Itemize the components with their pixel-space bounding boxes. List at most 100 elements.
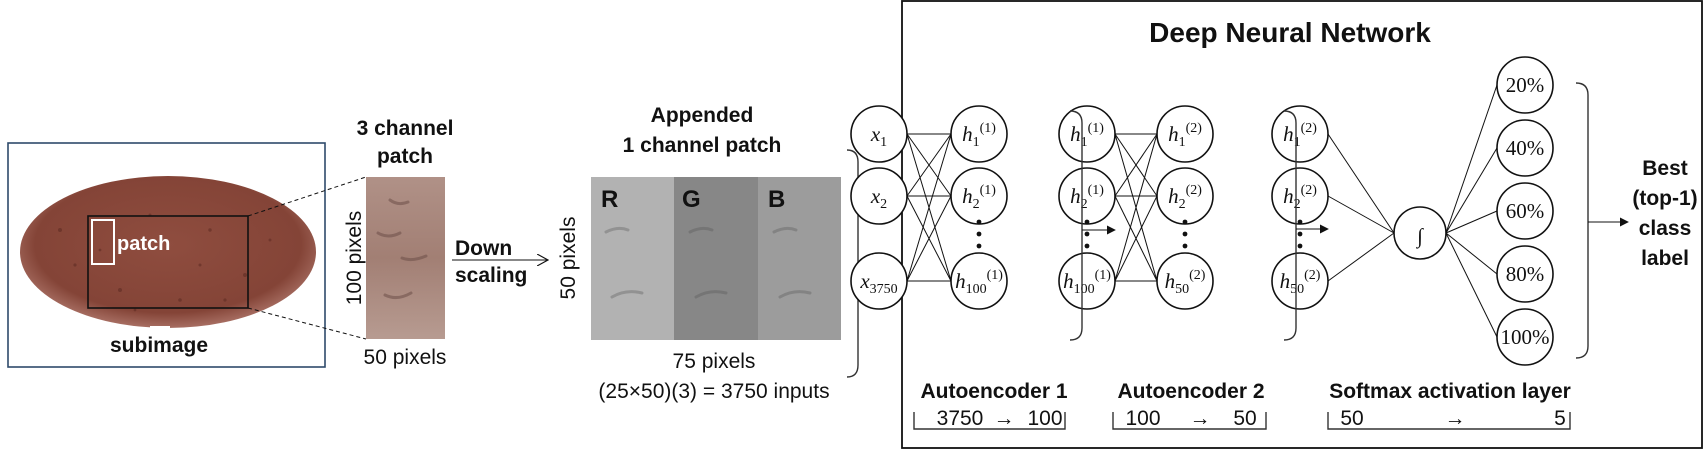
neuron-label-sub: 1 — [1294, 135, 1301, 150]
ellipsis-dot — [1084, 231, 1090, 237]
neuron-label-base: x — [870, 184, 881, 208]
gray-patch-panel: Appended 1 channel patch R G B 50 pixels… — [557, 104, 895, 403]
neuron-label-base: h — [962, 122, 973, 146]
network-edge — [1114, 195, 1158, 282]
neuron-label-base: h — [1283, 184, 1294, 208]
rgb-patch-width: 50 pixels — [364, 346, 447, 369]
neuron-label: x1 — [870, 122, 887, 150]
neuron-label-sub: 50 — [1290, 282, 1304, 297]
ellipsis-dot — [1084, 243, 1090, 249]
neuron-label: h2(2) — [1168, 183, 1202, 212]
neuron-label: h1(2) — [1168, 121, 1202, 150]
ellipsis-dot — [1297, 219, 1303, 225]
network-edges — [906, 84, 1498, 338]
neuron-label-sub: 2 — [1081, 197, 1088, 212]
neuron-label-sub: 2 — [973, 197, 980, 212]
ellipsis-dot — [1182, 231, 1188, 237]
output-circle — [1496, 245, 1554, 303]
network-edge — [906, 133, 952, 197]
neuron-label: h1(1) — [962, 121, 996, 150]
neuron-label-sup: (1) — [987, 268, 1004, 283]
softmax-circle — [1393, 206, 1447, 260]
neuron-circle — [950, 252, 1008, 310]
neuron-label-sub: 3750 — [870, 282, 898, 297]
patch-label: patch — [117, 233, 170, 255]
neuron-circle — [850, 105, 908, 163]
neuron-label-sup: (2) — [1189, 268, 1206, 283]
neuron-label-sub: 1 — [880, 135, 887, 150]
output-node: 80% — [1496, 245, 1554, 303]
neuron-label-sub: 1 — [973, 135, 980, 150]
result-label-2: (top-1) — [1632, 187, 1697, 210]
neuron-label-base: h — [1063, 269, 1074, 293]
neuron-label-base: x — [859, 269, 870, 293]
patch-selection-box — [91, 219, 115, 265]
neuron-label-sup: (2) — [1304, 268, 1321, 283]
ae2-to: 50 — [1233, 407, 1256, 430]
network-edge — [1445, 84, 1498, 234]
neuron-label-sub: 2 — [880, 197, 887, 212]
ae1-to: 100 — [1027, 407, 1062, 430]
neuron-circle — [1271, 105, 1329, 163]
neuron-circle — [850, 167, 908, 225]
neuron-node: h100(1) — [1058, 252, 1116, 310]
neuron-node: h2(2) — [1156, 167, 1214, 225]
neuron-node: h1(1) — [1058, 105, 1116, 163]
ellipsis-dot — [1297, 243, 1303, 249]
neuron-label-base: h — [955, 269, 966, 293]
egg-notch — [150, 326, 170, 333]
neuron-circle — [1058, 105, 1116, 163]
output-label: 40% — [1506, 136, 1545, 160]
rgb-patch-panel: 3 channel patch 100 pixels 50 pixels — [343, 117, 453, 369]
ae1-from: 3750 — [937, 407, 984, 430]
neuron-label: h1(1) — [1070, 121, 1104, 150]
neuron-circle — [1156, 252, 1214, 310]
neuron-label-sup: (1) — [1088, 121, 1105, 136]
neuron-node: h2(1) — [950, 167, 1008, 225]
neuron-circle — [1156, 105, 1214, 163]
neuron-label-base: x — [870, 122, 881, 146]
neuron-node: x1 — [850, 105, 908, 163]
section-dim-ae2: 100 → 50 — [1112, 407, 1267, 430]
channel-label-b: B — [768, 186, 785, 213]
gray-channel-b — [758, 177, 841, 340]
output-circle — [1496, 56, 1554, 114]
subimage-panel: patch subimage — [7, 142, 326, 368]
neuron-label: h100(1) — [1063, 268, 1111, 297]
ellipsis-dot — [1182, 243, 1188, 249]
neuron-label-base: h — [1280, 269, 1291, 293]
gray-patch-height: 50 pixels — [557, 217, 580, 300]
gray-channel-g — [674, 177, 758, 340]
autoencoder-1-bracket — [1069, 110, 1083, 341]
neuron-label: h2(1) — [1070, 183, 1104, 212]
rgb-patch-title-1: 3 channel — [357, 117, 454, 140]
neuron-label-sub: 50 — [1175, 282, 1189, 297]
output-bracket — [1575, 82, 1589, 359]
channel-label-r: R — [601, 186, 618, 213]
gray-patch-title-1: Appended — [651, 104, 754, 127]
network-edge — [1327, 133, 1395, 234]
rgb-patch-height: 100 pixels — [343, 211, 366, 306]
output-label: 80% — [1506, 262, 1545, 286]
output-circle — [1496, 119, 1554, 177]
network-nodes: x1x2x3750h1(1)h2(1)h100(1)h1(1)h2(1)h100… — [850, 56, 1554, 366]
ellipsis-dot — [1297, 231, 1303, 237]
network-frame — [901, 0, 1703, 449]
network-edge — [906, 133, 952, 282]
output-node: 40% — [1496, 119, 1554, 177]
section-dim-ae1: 3750 → 100 — [913, 407, 1066, 430]
neuron-label-sub: 1 — [1081, 135, 1088, 150]
ellipsis-dot — [976, 243, 982, 249]
neuron-label: h100(1) — [955, 268, 1003, 297]
softmax-node: ∫ — [1393, 206, 1447, 260]
neuron-circle — [1058, 252, 1116, 310]
neuron-label-base: h — [1070, 184, 1081, 208]
downscaling-line-1: Down — [455, 237, 512, 260]
result-label-1: Best — [1642, 157, 1688, 180]
neuron-label: h2(1) — [962, 183, 996, 212]
output-label: 60% — [1506, 199, 1545, 223]
neuron-circle — [1271, 252, 1329, 310]
neuron-label-sub: 1 — [1179, 135, 1186, 150]
network-edge — [1445, 147, 1498, 234]
